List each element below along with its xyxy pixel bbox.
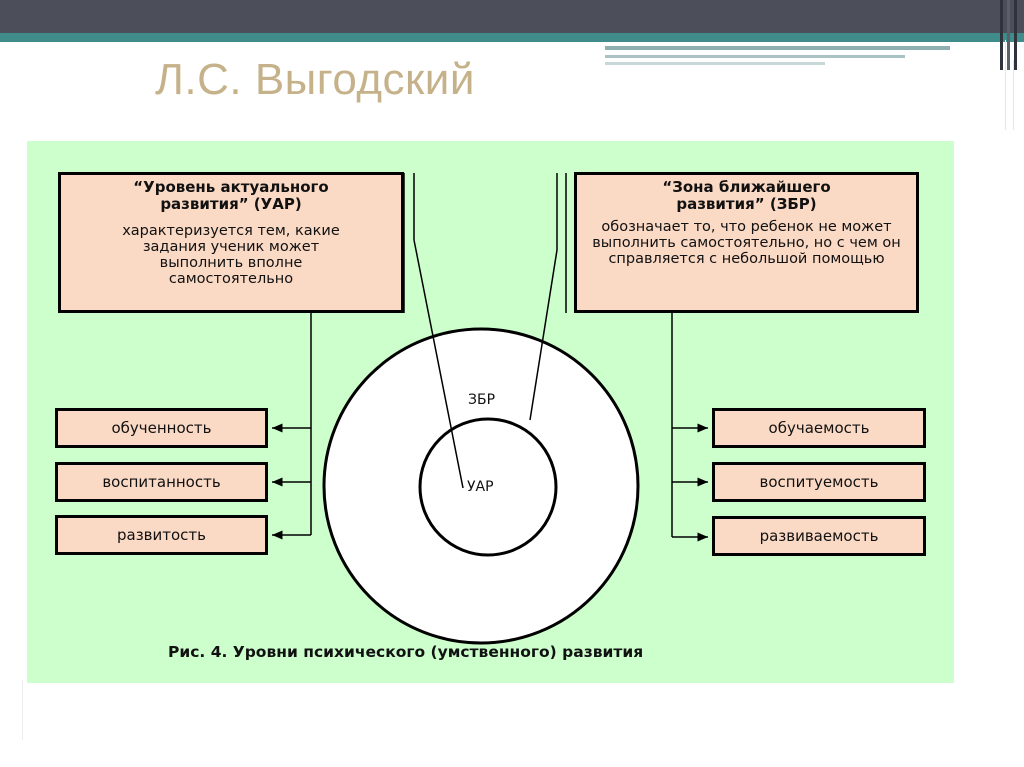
- right-item-box: воспитуемость: [712, 462, 926, 502]
- header-bar: [0, 0, 1024, 33]
- corner-line: [22, 680, 23, 740]
- figure-caption: Рис. 4. Уровни психического (умственного…: [168, 643, 644, 661]
- actual-development-description: характеризуется тем, какие задания учени…: [122, 223, 340, 287]
- header-accent-bar: [0, 33, 1024, 42]
- header-decoration: [605, 42, 1024, 67]
- proximal-zone-description: обозначает то, что ребенок не может выпо…: [592, 219, 901, 267]
- zbr-callout-line: [529, 249, 558, 421]
- right-item-label: развиваемость: [759, 527, 879, 545]
- actual-development-box: “Уровень актуального развития” (УАР) хар…: [58, 172, 404, 313]
- inner-circle-label: УАР: [467, 479, 494, 495]
- right-item-box: развиваемость: [712, 516, 926, 556]
- right-item-box: обучаемость: [712, 408, 926, 448]
- left-item-box: воспитанность: [55, 462, 268, 502]
- right-item-label: воспитуемость: [759, 473, 879, 491]
- left-item-label: обученность: [111, 419, 212, 437]
- inner-circle-uar: [418, 417, 558, 557]
- corner-line: [1013, 60, 1014, 130]
- slide-title: Л.С. Выгодский: [155, 55, 475, 104]
- proximal-zone-title: “Зона ближайшего развития” (ЗБР): [662, 178, 831, 213]
- actual-development-title: “Уровень актуального развития” (УАР): [133, 178, 329, 213]
- left-item-label: развитость: [116, 526, 207, 544]
- outer-circle-label: ЗБР: [468, 392, 496, 408]
- left-item-box: обученность: [55, 408, 268, 448]
- edge-stripes: [998, 0, 1024, 70]
- left-item-box: развитость: [55, 515, 268, 555]
- proximal-zone-box: “Зона ближайшего развития” (ЗБР) обознач…: [574, 172, 919, 313]
- uar-callout-line: [413, 239, 464, 489]
- right-item-label: обучаемость: [768, 419, 870, 437]
- left-item-label: воспитанность: [102, 473, 221, 491]
- corner-line: [1005, 40, 1006, 130]
